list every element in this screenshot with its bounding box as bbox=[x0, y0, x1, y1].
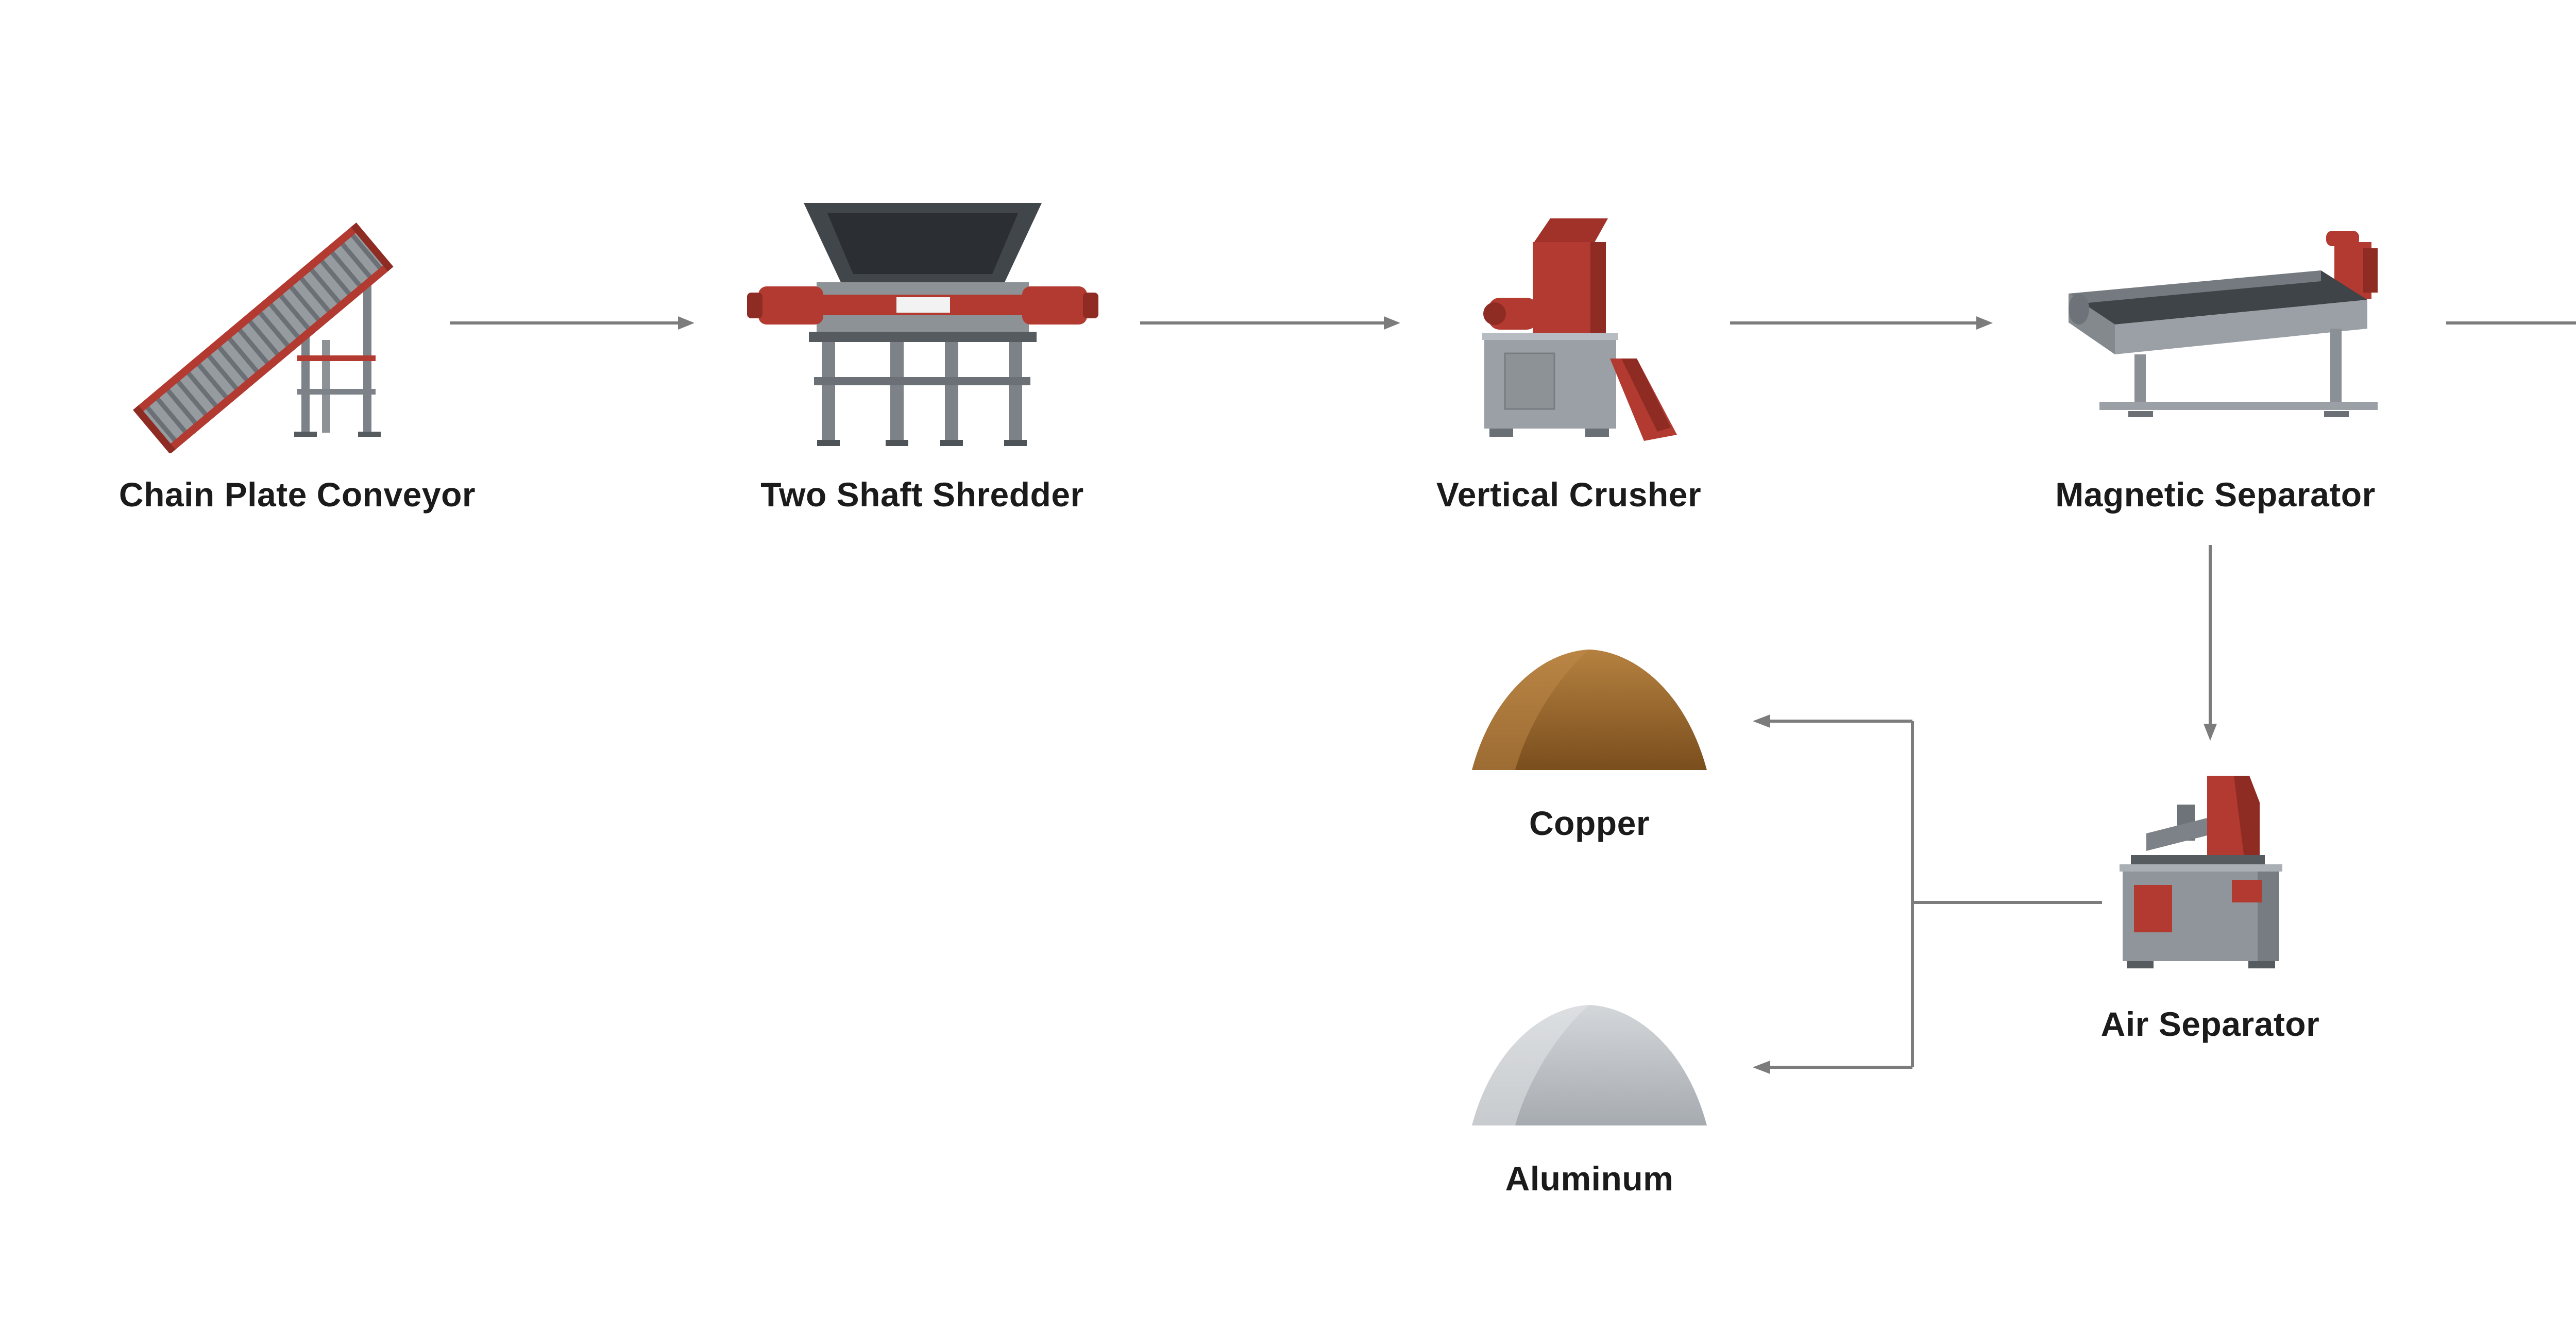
node-chain-plate-conveyor: Chain Plate Conveyor bbox=[91, 185, 503, 514]
vertical-crusher-icon bbox=[1482, 218, 1677, 441]
copper-label: Copper bbox=[1529, 804, 1650, 842]
air-separator-label: Air Separator bbox=[2100, 1005, 2320, 1043]
two-shaft-shredder-icon bbox=[747, 203, 1098, 446]
aluminum-pile-icon bbox=[1472, 1005, 1707, 1125]
aluminum-label: Aluminum bbox=[1505, 1159, 1674, 1198]
chain-plate-conveyor-icon bbox=[133, 223, 394, 453]
two-shaft-shredder-illustration bbox=[716, 185, 1128, 453]
brand-plate bbox=[896, 297, 950, 313]
air-separator-icon bbox=[2120, 776, 2282, 968]
air-separator-illustration bbox=[2056, 752, 2365, 984]
arrow-magnetic-separator-to-iron bbox=[2445, 313, 2576, 333]
arrow-shredder-to-crusher bbox=[1139, 313, 1401, 333]
aluminum-pile-illustration bbox=[1435, 997, 1744, 1131]
magnetic-separator-icon bbox=[2069, 231, 2378, 417]
arrow-crusher-to-magnetic-separator bbox=[1728, 313, 1994, 333]
copper-pile-illustration bbox=[1435, 641, 1744, 775]
magnetic-separator-illustration bbox=[2009, 185, 2421, 453]
two-shaft-shredder-label: Two Shaft Shredder bbox=[760, 475, 1084, 514]
connector-air-separator-to-copper-aluminum bbox=[1741, 701, 2104, 1084]
node-two-shaft-shredder: Two Shaft Shredder bbox=[716, 185, 1128, 514]
chain-plate-conveyor-illustration bbox=[91, 185, 503, 453]
node-magnetic-separator: Magnetic Separator bbox=[2009, 185, 2421, 514]
magnetic-separator-label: Magnetic Separator bbox=[2055, 475, 2376, 514]
copper-pile-icon bbox=[1472, 650, 1707, 770]
node-aluminum: Aluminum bbox=[1435, 997, 1744, 1198]
chain-plate-conveyor-label: Chain Plate Conveyor bbox=[118, 475, 476, 514]
node-vertical-crusher: Vertical Crusher bbox=[1414, 185, 1723, 514]
node-copper: Copper bbox=[1435, 641, 1744, 843]
arrowhead-to-copper bbox=[1753, 714, 1770, 728]
vertical-crusher-label: Vertical Crusher bbox=[1436, 475, 1702, 514]
vertical-crusher-illustration bbox=[1414, 185, 1723, 453]
arrow-magnetic-separator-to-air-separator bbox=[2199, 543, 2222, 742]
arrowhead-to-aluminum bbox=[1753, 1061, 1770, 1074]
arrow-conveyor-to-shredder bbox=[448, 313, 696, 333]
node-air-separator: Air Separator bbox=[2056, 752, 2365, 1044]
